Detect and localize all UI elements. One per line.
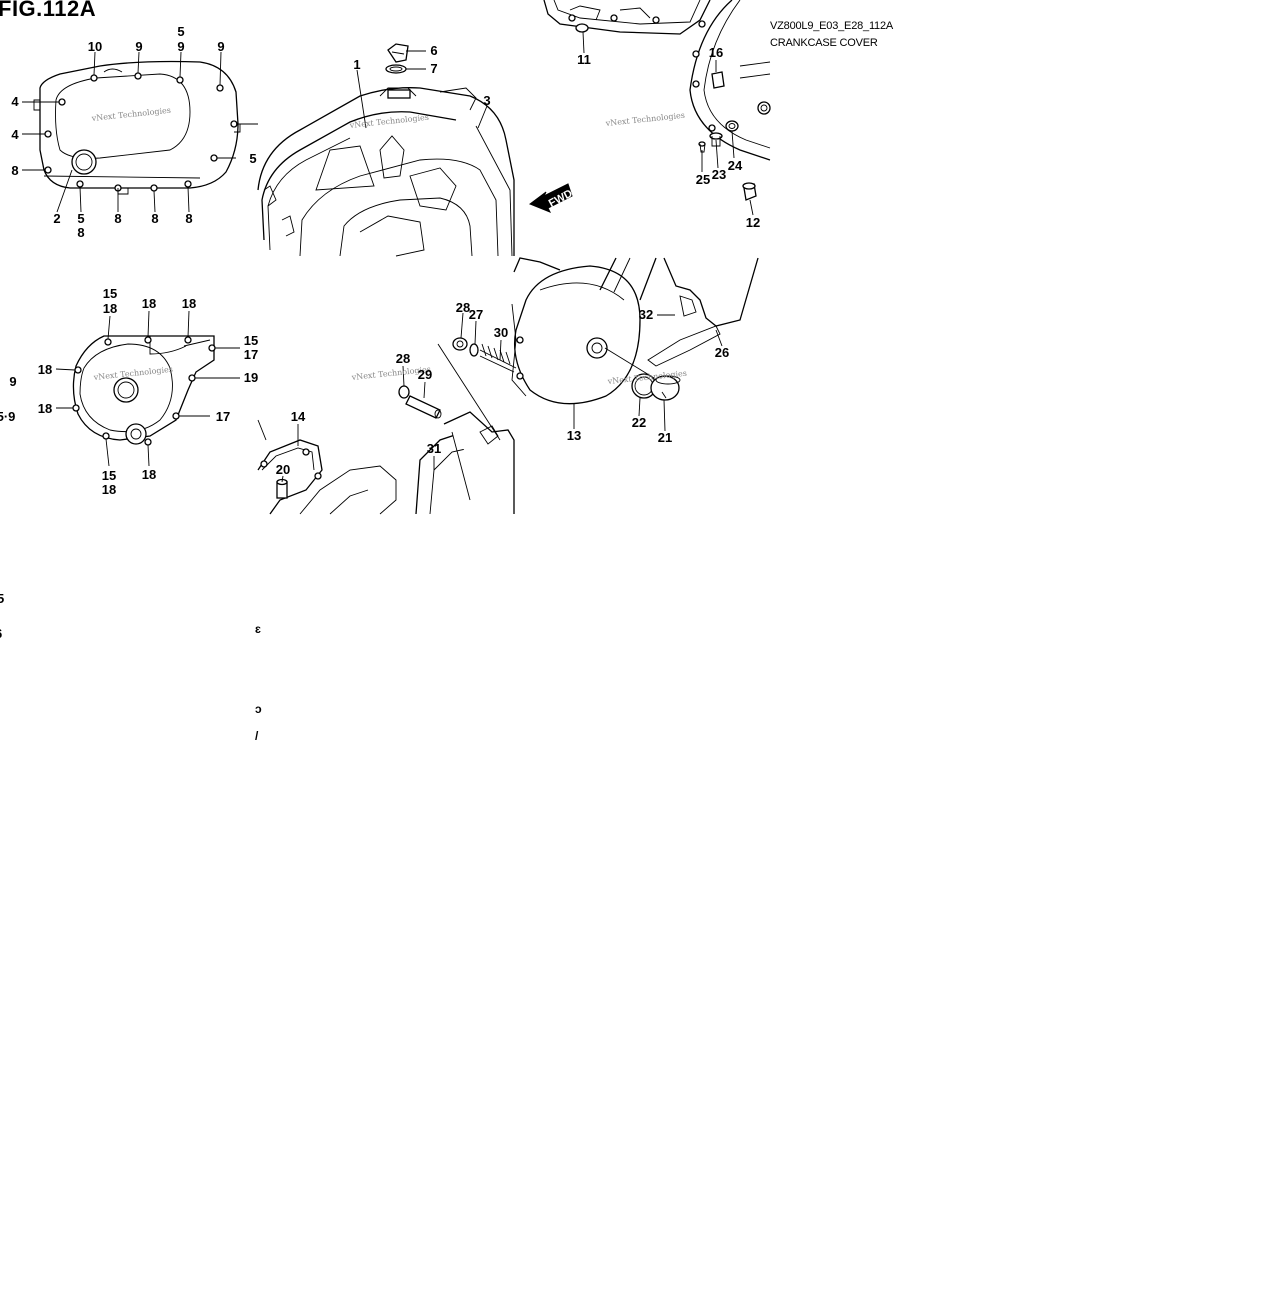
callout-number: 9 [217,39,224,54]
watermark-text: vNext Technologies [348,113,429,130]
generator-cover-drawing [72,335,216,446]
crankcase-right-leaders [582,31,754,216]
callout-number: 9 [135,39,142,54]
callout-number: 28 [396,351,410,366]
callout-number: 27 [469,307,483,322]
fragment-glyph: ɔ [255,702,262,716]
callout-number: 22 [632,415,646,430]
callout-number: 24 [728,158,743,173]
callout-number: 15 [244,333,258,348]
callout-number: 32 [639,307,653,322]
watermark-text: vNext Technologies [604,111,685,128]
fragment-glyph: / [255,729,259,743]
callout-number: 18 [182,296,196,311]
drawing-code: VZ800L9_E03_E28_112A [770,20,894,32]
fragment-glyph: 5 [0,591,4,606]
watermark-text: vNext Technologies [90,106,171,123]
callout-number: 26 [715,345,729,360]
callout-number: 18 [38,401,52,416]
generator-cover-leaders [55,310,240,467]
clipped-fragments: 5 6 ɛ ɔ / [0,591,262,743]
fwd-direction-label: FWD [547,188,575,210]
callout-number: 29 [418,367,432,382]
callout-number: 21 [658,430,672,445]
clutch-cover-drawing [33,60,241,195]
callout-number: 5 [177,24,184,39]
callout-number: 2 [53,211,60,226]
callout-number: 5 [77,211,84,226]
callout-number: 18 [102,482,116,497]
callout-labels: 10 9 5 9 9 4 4 8 5 2 5 8 8 8 8 1 6 7 3 1… [0,24,760,497]
callout-number: 19 [244,370,258,385]
callout-number: 17 [216,409,230,424]
callout-number: 3 [483,93,490,108]
callout-number: 31 [427,441,441,456]
fragment-glyph: 6 [0,626,2,641]
crankcase-right-drawing [543,0,771,201]
callout-number: 8 [185,211,192,226]
callout-number: 14 [291,409,306,424]
callout-number: 15 [103,286,117,301]
callout-number: 18 [142,296,156,311]
generator-outer-drawing [511,257,759,405]
callout-number: 7 [430,61,437,76]
generator-outer-leaders [573,314,723,432]
gasket-dowel-leaders [281,312,502,483]
callout-number: 25 [696,172,710,187]
callout-number: 23 [712,167,726,182]
callout-number: 28 [456,300,470,315]
callout-number: 17 [244,347,258,362]
clutch-cover-leaders [22,51,258,213]
crankcase-left-leaders [356,50,488,129]
callout-number: 6 [430,43,437,58]
callout-number: 5 [249,151,256,166]
callout-number: 8 [11,163,18,178]
callout-number: 8 [77,225,84,240]
callout-number: 30 [494,325,508,340]
callout-number: 1 [353,57,360,72]
callout-number: 20 [276,462,290,477]
callout-number: 10 [88,39,102,54]
callout-number: 18 [38,362,52,377]
callout-number: 8 [151,211,158,226]
callout-number: 16 [709,45,723,60]
callout-number: 18 [142,467,156,482]
callout-number: 4 [11,127,19,142]
crankcase-left-drawing [257,43,573,257]
figure-title: FIG.112A [0,0,97,21]
callout-number: 12 [746,215,760,230]
callout-number: 8 [114,211,121,226]
callout-number: 11 [577,52,591,67]
callout-number: 9 [177,39,184,54]
fragment-glyph: ɛ [255,622,261,636]
callout-number: 5·9 [0,409,15,424]
drawing-caption: CRANKCASE COVER [770,37,878,49]
callout-number: 4 [11,94,19,109]
callout-number: 15 [102,468,116,483]
callout-number: 18 [103,301,117,316]
gasket-dowel-drawing [257,337,517,515]
callout-number: 13 [567,428,581,443]
callout-number: 9 [9,374,16,389]
